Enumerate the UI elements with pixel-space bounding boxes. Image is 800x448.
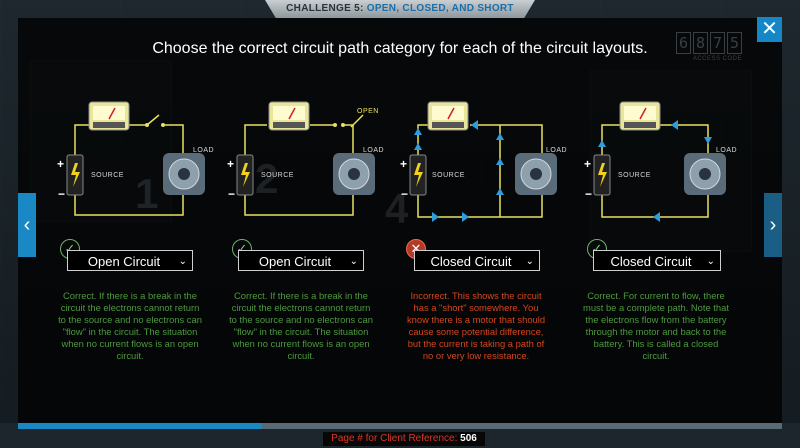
access-digit: 8 xyxy=(693,32,708,54)
feedback-text-2: Correct. If there is a break in the circ… xyxy=(229,290,373,361)
circuit-diagram-2: + − SOURCE LOAD OPEN xyxy=(225,95,390,230)
circuit-4-wiring xyxy=(593,101,726,222)
source-label: SOURCE xyxy=(618,172,651,179)
select-value: Closed Circuit xyxy=(430,254,512,269)
motor-icon xyxy=(515,153,557,195)
challenge-overlay xyxy=(18,18,782,423)
negative-terminal-label: − xyxy=(585,187,593,201)
prev-button[interactable]: ‹ xyxy=(18,193,36,257)
motor-icon xyxy=(163,153,205,195)
battery-icon xyxy=(236,154,254,196)
chevron-down-icon: ⌄ xyxy=(178,256,187,267)
circuit-2-select[interactable]: Open Circuit ⌄ xyxy=(238,250,364,271)
challenge-title: CHALLENGE 5: OPEN, CLOSED, AND SHORT CIR… xyxy=(265,0,535,18)
positive-terminal-label: + xyxy=(584,157,592,171)
battery-icon xyxy=(409,154,427,196)
ammeter-icon xyxy=(427,101,469,131)
circuit-3-wiring xyxy=(409,101,557,222)
positive-terminal-label: + xyxy=(57,157,65,171)
chevron-down-icon: ⌄ xyxy=(706,256,715,267)
battery-icon xyxy=(66,154,84,196)
access-code: 6 8 7 5 ACCESS CODE xyxy=(676,32,742,66)
circuit-4-select[interactable]: Closed Circuit ⌄ xyxy=(593,250,721,271)
circuit-1-wiring xyxy=(66,101,205,216)
positive-terminal-label: + xyxy=(227,157,235,171)
negative-terminal-label: − xyxy=(401,187,409,201)
open-label: OPEN xyxy=(357,108,379,115)
source-label: SOURCE xyxy=(91,172,124,179)
feedback-text-3: Incorrect. This shows the circuit has a … xyxy=(406,290,546,361)
negative-terminal-label: − xyxy=(58,187,66,201)
title-text: OPEN, CLOSED, AND SHORT CIRCUIT xyxy=(366,3,514,14)
access-digit: 5 xyxy=(727,32,742,54)
background-number: 4 xyxy=(385,185,409,232)
motor-icon xyxy=(684,153,726,195)
progress-fill xyxy=(18,423,263,429)
close-button[interactable]: ✕ xyxy=(757,17,782,42)
progress-bar xyxy=(18,423,782,429)
background-number: 1 xyxy=(135,170,159,217)
page-reference-label: Page # for Client Reference: xyxy=(331,433,461,444)
load-label: LOAD xyxy=(546,147,568,154)
circuit-2-wiring xyxy=(236,101,375,216)
select-value: Open Circuit xyxy=(87,254,161,269)
negative-terminal-label: − xyxy=(228,187,236,201)
ammeter-icon xyxy=(88,101,130,131)
select-value: Open Circuit xyxy=(258,254,332,269)
source-label: SOURCE xyxy=(261,172,294,179)
access-digit: 6 xyxy=(676,32,691,54)
circuit-1-select[interactable]: Open Circuit ⌄ xyxy=(67,250,193,271)
chevron-down-icon: ⌄ xyxy=(525,256,534,267)
circuit-diagram-3: + − SOURCE LOAD xyxy=(400,95,568,230)
ammeter-icon xyxy=(268,101,310,131)
access-digit: 7 xyxy=(710,32,725,54)
chevron-down-icon: ⌄ xyxy=(349,256,358,267)
page-reference-number: 506 xyxy=(460,433,477,444)
select-value: Closed Circuit xyxy=(610,254,692,269)
battery-icon xyxy=(593,154,611,196)
next-button[interactable]: › xyxy=(764,193,782,257)
page-reference: Page # for Client Reference: 506 xyxy=(323,432,485,446)
source-label: SOURCE xyxy=(432,172,465,179)
motor-icon xyxy=(333,153,375,195)
feedback-text-4: Correct. For current to flow, there must… xyxy=(583,290,729,361)
instructions-text: Choose the correct circuit path category… xyxy=(152,40,648,57)
load-label: LOAD xyxy=(193,147,215,154)
load-label: LOAD xyxy=(363,147,385,154)
background-number: 2 xyxy=(255,155,279,202)
circuit-diagram-1: + − SOURCE LOAD xyxy=(55,95,220,230)
feedback-text-1: Correct. If there is a break in the circ… xyxy=(58,290,202,361)
ammeter-icon xyxy=(619,101,661,131)
circuit-3-select[interactable]: Closed Circuit ⌄ xyxy=(414,250,540,271)
positive-terminal-label: + xyxy=(400,157,408,171)
access-code-label: ACCESS CODE xyxy=(692,56,742,62)
title-prefix: CHALLENGE 5: xyxy=(286,3,367,14)
load-label: LOAD xyxy=(716,147,738,154)
circuit-diagram-4: + − SOURCE LOAD xyxy=(580,95,745,230)
